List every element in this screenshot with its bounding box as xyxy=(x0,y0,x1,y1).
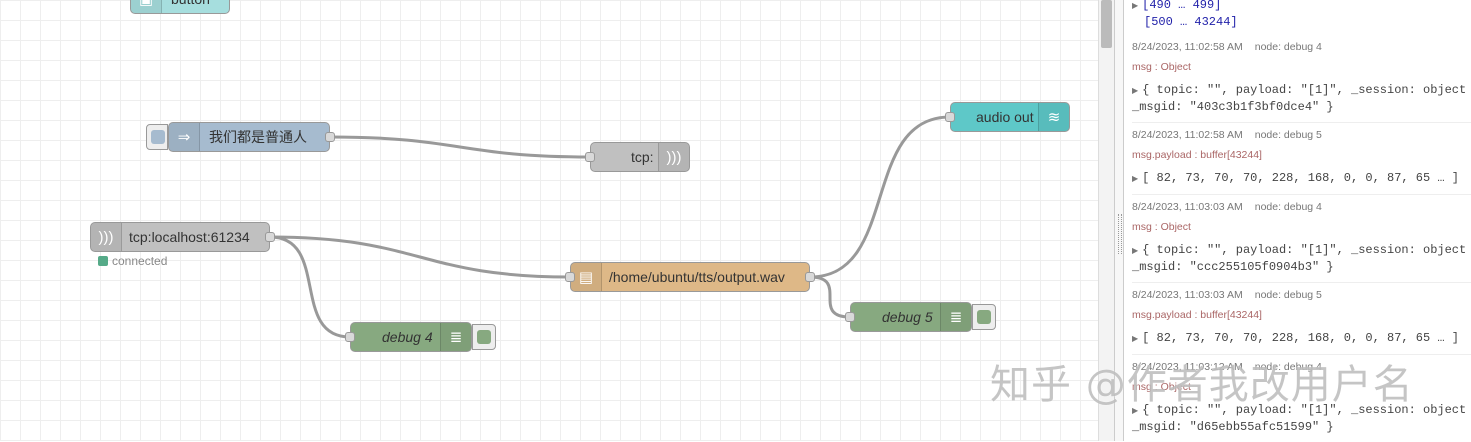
array-range-row[interactable]: [500 … 43244] xyxy=(1144,15,1238,29)
file-output-port[interactable] xyxy=(805,272,815,282)
tcp-out-node[interactable]: tcp: ))) xyxy=(590,142,690,172)
tcp-in-label: tcp:localhost:61234 xyxy=(129,229,250,245)
audio-out-node[interactable]: audio out ≋ xyxy=(950,102,1070,132)
audio-out-label: audio out xyxy=(976,109,1034,125)
debug-sidebar: ▶[490 … 499] [500 … 43244] 8/24/2023, 11… xyxy=(1124,0,1471,441)
expand-triangle-icon[interactable]: ▶ xyxy=(1132,246,1139,255)
expand-triangle-icon[interactable]: ▶ xyxy=(1132,406,1139,415)
arrow-in-icon: ⇒ xyxy=(169,123,200,151)
wire-tcpin-debug4[interactable] xyxy=(269,235,351,339)
expand-triangle-icon[interactable]: ▶ xyxy=(1132,1,1139,10)
wire-file-audio[interactable] xyxy=(809,115,951,279)
debug4-toggle-button[interactable] xyxy=(472,324,496,350)
expand-triangle-icon[interactable]: ▶ xyxy=(1132,174,1139,183)
message-node-link[interactable]: node: debug 4 xyxy=(1254,41,1322,53)
tcp-signal-icon: ))) xyxy=(658,143,689,171)
file-node[interactable]: ▤ /home/ubuntu/tts/output.wav xyxy=(570,262,810,292)
debug4-input-port[interactable] xyxy=(345,332,355,342)
message-timestamp: 8/24/2023, 11:03:03 AM xyxy=(1132,289,1243,301)
scrollbar-thumb[interactable] xyxy=(1101,0,1112,48)
tcp-in-status: connected xyxy=(98,255,167,267)
expand-triangle-icon[interactable]: ▶ xyxy=(1132,86,1139,95)
debug-array-tail: ▶[490 … 499] [500 … 43244] xyxy=(1132,0,1238,29)
sidebar-splitter[interactable] xyxy=(1114,0,1124,441)
expand-triangle-icon[interactable]: ▶ xyxy=(1132,334,1139,343)
debug-list-icon: ≣ xyxy=(940,303,971,331)
debug5-input-port[interactable] xyxy=(845,312,855,322)
message-msgid: _msgid: "403c3b1f3bf0dce4" } xyxy=(1132,100,1334,114)
debug5-node[interactable]: debug 5 ≣ xyxy=(850,302,972,332)
tcp-in-signal-icon: ))) xyxy=(91,223,122,251)
message-payload[interactable]: ▶[ 82, 73, 70, 70, 228, 168, 0, 0, 87, 6… xyxy=(1132,331,1460,345)
message-topic: msg : Object xyxy=(1132,381,1191,393)
file-icon: ▤ xyxy=(571,263,602,291)
debug-list-icon: ≣ xyxy=(440,323,471,351)
message-node-link[interactable]: node: debug 5 xyxy=(1254,129,1322,141)
message-topic: msg : Object xyxy=(1132,61,1191,73)
message-payload[interactable]: ▶{ topic: "", payload: "[1]", _session: … xyxy=(1132,403,1467,417)
inject-node-label: 我们都是普通人 xyxy=(209,129,307,145)
inject-node[interactable]: ⇒ 我们都是普通人 xyxy=(168,122,330,152)
message-node-link[interactable]: node: debug 5 xyxy=(1254,289,1322,301)
message-timestamp: 8/24/2023, 11:02:58 AM xyxy=(1132,129,1243,141)
message-node-link[interactable]: node: debug 4 xyxy=(1254,361,1322,373)
tcp-in-output-port[interactable] xyxy=(265,232,275,242)
message-timestamp: 8/24/2023, 11:02:58 AM xyxy=(1132,41,1243,53)
status-dot-icon xyxy=(98,256,108,266)
tcp-out-label: tcp: xyxy=(631,149,654,165)
audio-wifi-icon: ≋ xyxy=(1038,103,1069,131)
tcp-out-input-port[interactable] xyxy=(585,152,595,162)
tcp-in-status-text: connected xyxy=(112,254,168,268)
debug-message[interactable]: 8/24/2023, 11:03:12 AM node: debug 4 msg … xyxy=(1132,360,1471,442)
debug4-label: debug 4 xyxy=(382,329,433,345)
message-topic: msg.payload : buffer[43244] xyxy=(1132,309,1262,321)
inject-trigger-button[interactable] xyxy=(146,124,168,150)
debug-message[interactable]: 8/24/2023, 11:02:58 AM node: debug 4 msg … xyxy=(1132,40,1471,123)
inject-output-port[interactable] xyxy=(325,132,335,142)
message-payload[interactable]: ▶{ topic: "", payload: "[1]", _session: … xyxy=(1132,243,1467,257)
debug4-node[interactable]: debug 4 ≣ xyxy=(350,322,472,352)
button-icon: ▣ xyxy=(131,0,162,13)
message-msgid: _msgid: "ccc255105f0904b3" } xyxy=(1132,260,1334,274)
message-payload[interactable]: ▶{ topic: "", payload: "[1]", _session: … xyxy=(1132,83,1467,97)
wire-file-debug5[interactable] xyxy=(809,275,851,319)
wire-inject-tcp[interactable] xyxy=(329,135,591,159)
message-node-link[interactable]: node: debug 4 xyxy=(1254,201,1322,213)
button-node-label: button xyxy=(171,0,210,13)
message-timestamp: 8/24/2023, 11:03:03 AM xyxy=(1132,201,1243,213)
flow-wires xyxy=(269,115,951,339)
message-topic: msg.payload : buffer[43244] xyxy=(1132,149,1262,161)
flow-canvas[interactable]: ▣ button ⇒ 我们都是普通人 tcp: ))) audio out ≋ … xyxy=(0,0,1098,441)
button-node[interactable]: ▣ button xyxy=(130,0,230,14)
message-msgid: _msgid: "d65ebb55afc51599" } xyxy=(1132,420,1334,434)
debug-message[interactable]: 8/24/2023, 11:02:58 AM node: debug 5 msg.… xyxy=(1132,128,1471,195)
canvas-vertical-scrollbar[interactable] xyxy=(1098,0,1114,441)
debug-message[interactable]: 8/24/2023, 11:03:03 AM node: debug 4 msg … xyxy=(1132,200,1471,283)
audio-out-input-port[interactable] xyxy=(945,112,955,122)
message-timestamp: 8/24/2023, 11:03:12 AM xyxy=(1132,361,1243,373)
debug5-label: debug 5 xyxy=(882,309,933,325)
wire-tcpin-file[interactable] xyxy=(269,235,571,279)
message-payload[interactable]: ▶[ 82, 73, 70, 70, 228, 168, 0, 0, 87, 6… xyxy=(1132,171,1460,185)
debug5-toggle-button[interactable] xyxy=(972,304,996,330)
file-input-port[interactable] xyxy=(565,272,575,282)
message-topic: msg : Object xyxy=(1132,221,1191,233)
watermark: 知乎 @作者我改用户名 xyxy=(990,362,1414,408)
array-range-row[interactable]: ▶[490 … 499] xyxy=(1132,0,1222,12)
debug-message[interactable]: 8/24/2023, 11:03:03 AM node: debug 5 msg.… xyxy=(1132,288,1471,355)
splitter-grip-icon[interactable] xyxy=(1118,214,1122,254)
tcp-in-node[interactable]: ))) tcp:localhost:61234 xyxy=(90,222,270,252)
file-node-label: /home/ubuntu/tts/output.wav xyxy=(609,269,785,285)
